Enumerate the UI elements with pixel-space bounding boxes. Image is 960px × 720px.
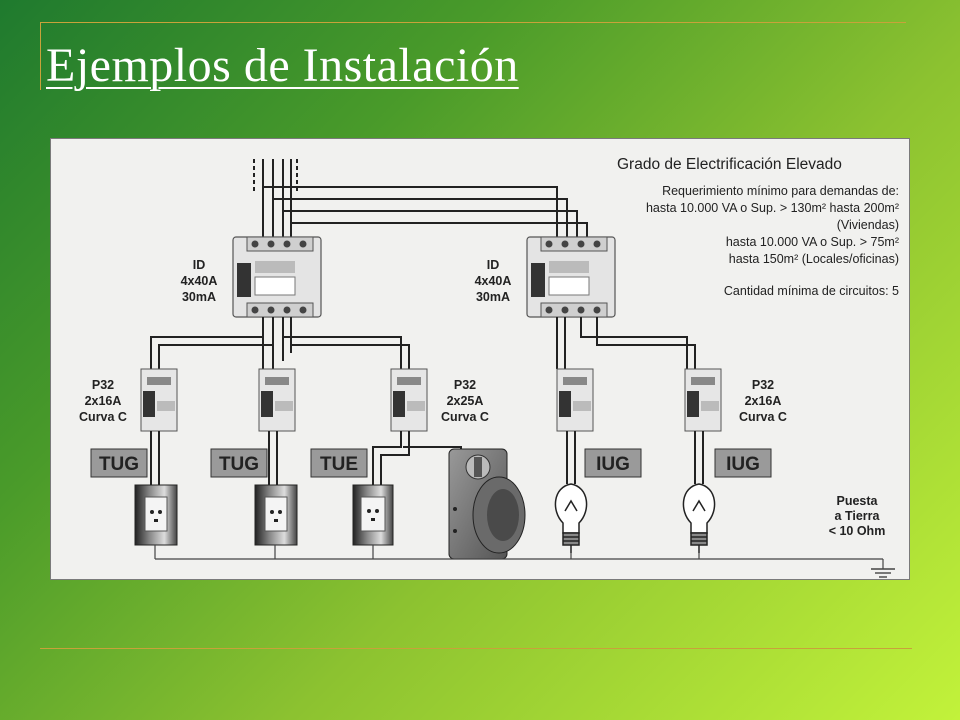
slide-title: Ejemplos de Instalación: [46, 39, 519, 92]
requirement-line-4: hasta 10.000 VA o Sup. > 75m²: [726, 235, 899, 249]
installation-diagram: TUG TUG TUE IUG IUG: [50, 138, 910, 580]
ground-label-2: a Tierra: [835, 509, 881, 523]
circuit-label-text-1: TUG: [99, 454, 139, 475]
id-right-label-3: 30mA: [476, 290, 510, 304]
breaker-1-label-2: 2x16A: [85, 394, 122, 408]
id-right-label-1: ID: [487, 258, 500, 272]
wiring-diagram: TUG TUG TUE IUG IUG: [79, 156, 899, 578]
socket-icon-1: [134, 484, 178, 546]
circuit-label-5: IUG: [714, 448, 772, 478]
bottom-rule: [40, 648, 912, 649]
breaker-3-label-2: 2x25A: [447, 394, 484, 408]
socket-icon-3: [352, 484, 394, 546]
breaker-4: [556, 368, 594, 432]
differential-switch-left: [232, 236, 322, 318]
breaker-1: [140, 368, 178, 432]
breaker-2: [258, 368, 296, 432]
ground-bus: [154, 545, 884, 569]
id-left-label-1: ID: [193, 258, 206, 272]
id-left-label-3: 30mA: [182, 290, 216, 304]
requirement-line-2: hasta 10.000 VA o Sup. > 130m² hasta 200…: [646, 201, 899, 215]
socket-icon-2: [254, 484, 298, 546]
breaker-5-label-1: P32: [752, 378, 774, 392]
ground-icon: [871, 568, 895, 578]
breaker-3-label-1: P32: [454, 378, 476, 392]
breaker-1-label-1: P32: [92, 378, 114, 392]
id-right-label-2: 4x40A: [475, 274, 512, 288]
ground-label-1: Puesta: [837, 494, 879, 508]
left-rule: [40, 22, 41, 90]
differential-switch-right: [526, 236, 616, 318]
circuit-label-4: IUG: [584, 448, 642, 478]
circuit-label-text-5: IUG: [726, 454, 760, 475]
id-left-label-2: 4x40A: [181, 274, 218, 288]
requirement-line-1: Requerimiento mínimo para demandas de:: [662, 184, 899, 198]
breaker-5: [684, 368, 722, 432]
industrial-socket-icon: [448, 448, 526, 560]
circuit-label-3: TUE: [310, 448, 368, 478]
breaker-3: [390, 368, 428, 432]
circuit-label-text-2: TUG: [219, 454, 259, 475]
requirement-line-5: hasta 150m² (Locales/oficinas): [729, 252, 899, 266]
circuit-label-2: TUG: [210, 448, 268, 478]
min-circuits-text: Cantidad mínima de circuitos: 5: [724, 284, 899, 298]
requirement-line-3: (Viviendas): [837, 218, 899, 232]
bulb-icon-2: [682, 483, 716, 553]
breaker-3-label-3: Curva C: [441, 410, 489, 424]
diagram-heading: Grado de Electrificación Elevado: [617, 156, 842, 173]
bulb-icon-1: [554, 483, 588, 553]
top-rule: [40, 22, 906, 23]
breaker-5-label-2: 2x16A: [745, 394, 782, 408]
supply-lines: [253, 159, 588, 237]
breaker-5-label-3: Curva C: [739, 410, 787, 424]
circuit-label-text-3: TUE: [320, 454, 358, 475]
circuit-label-1: TUG: [90, 448, 148, 478]
ground-label-3: < 10 Ohm: [829, 524, 886, 538]
circuit-label-text-4: IUG: [596, 454, 630, 475]
breaker-1-label-3: Curva C: [79, 410, 127, 424]
distribution-lines: [150, 317, 696, 369]
